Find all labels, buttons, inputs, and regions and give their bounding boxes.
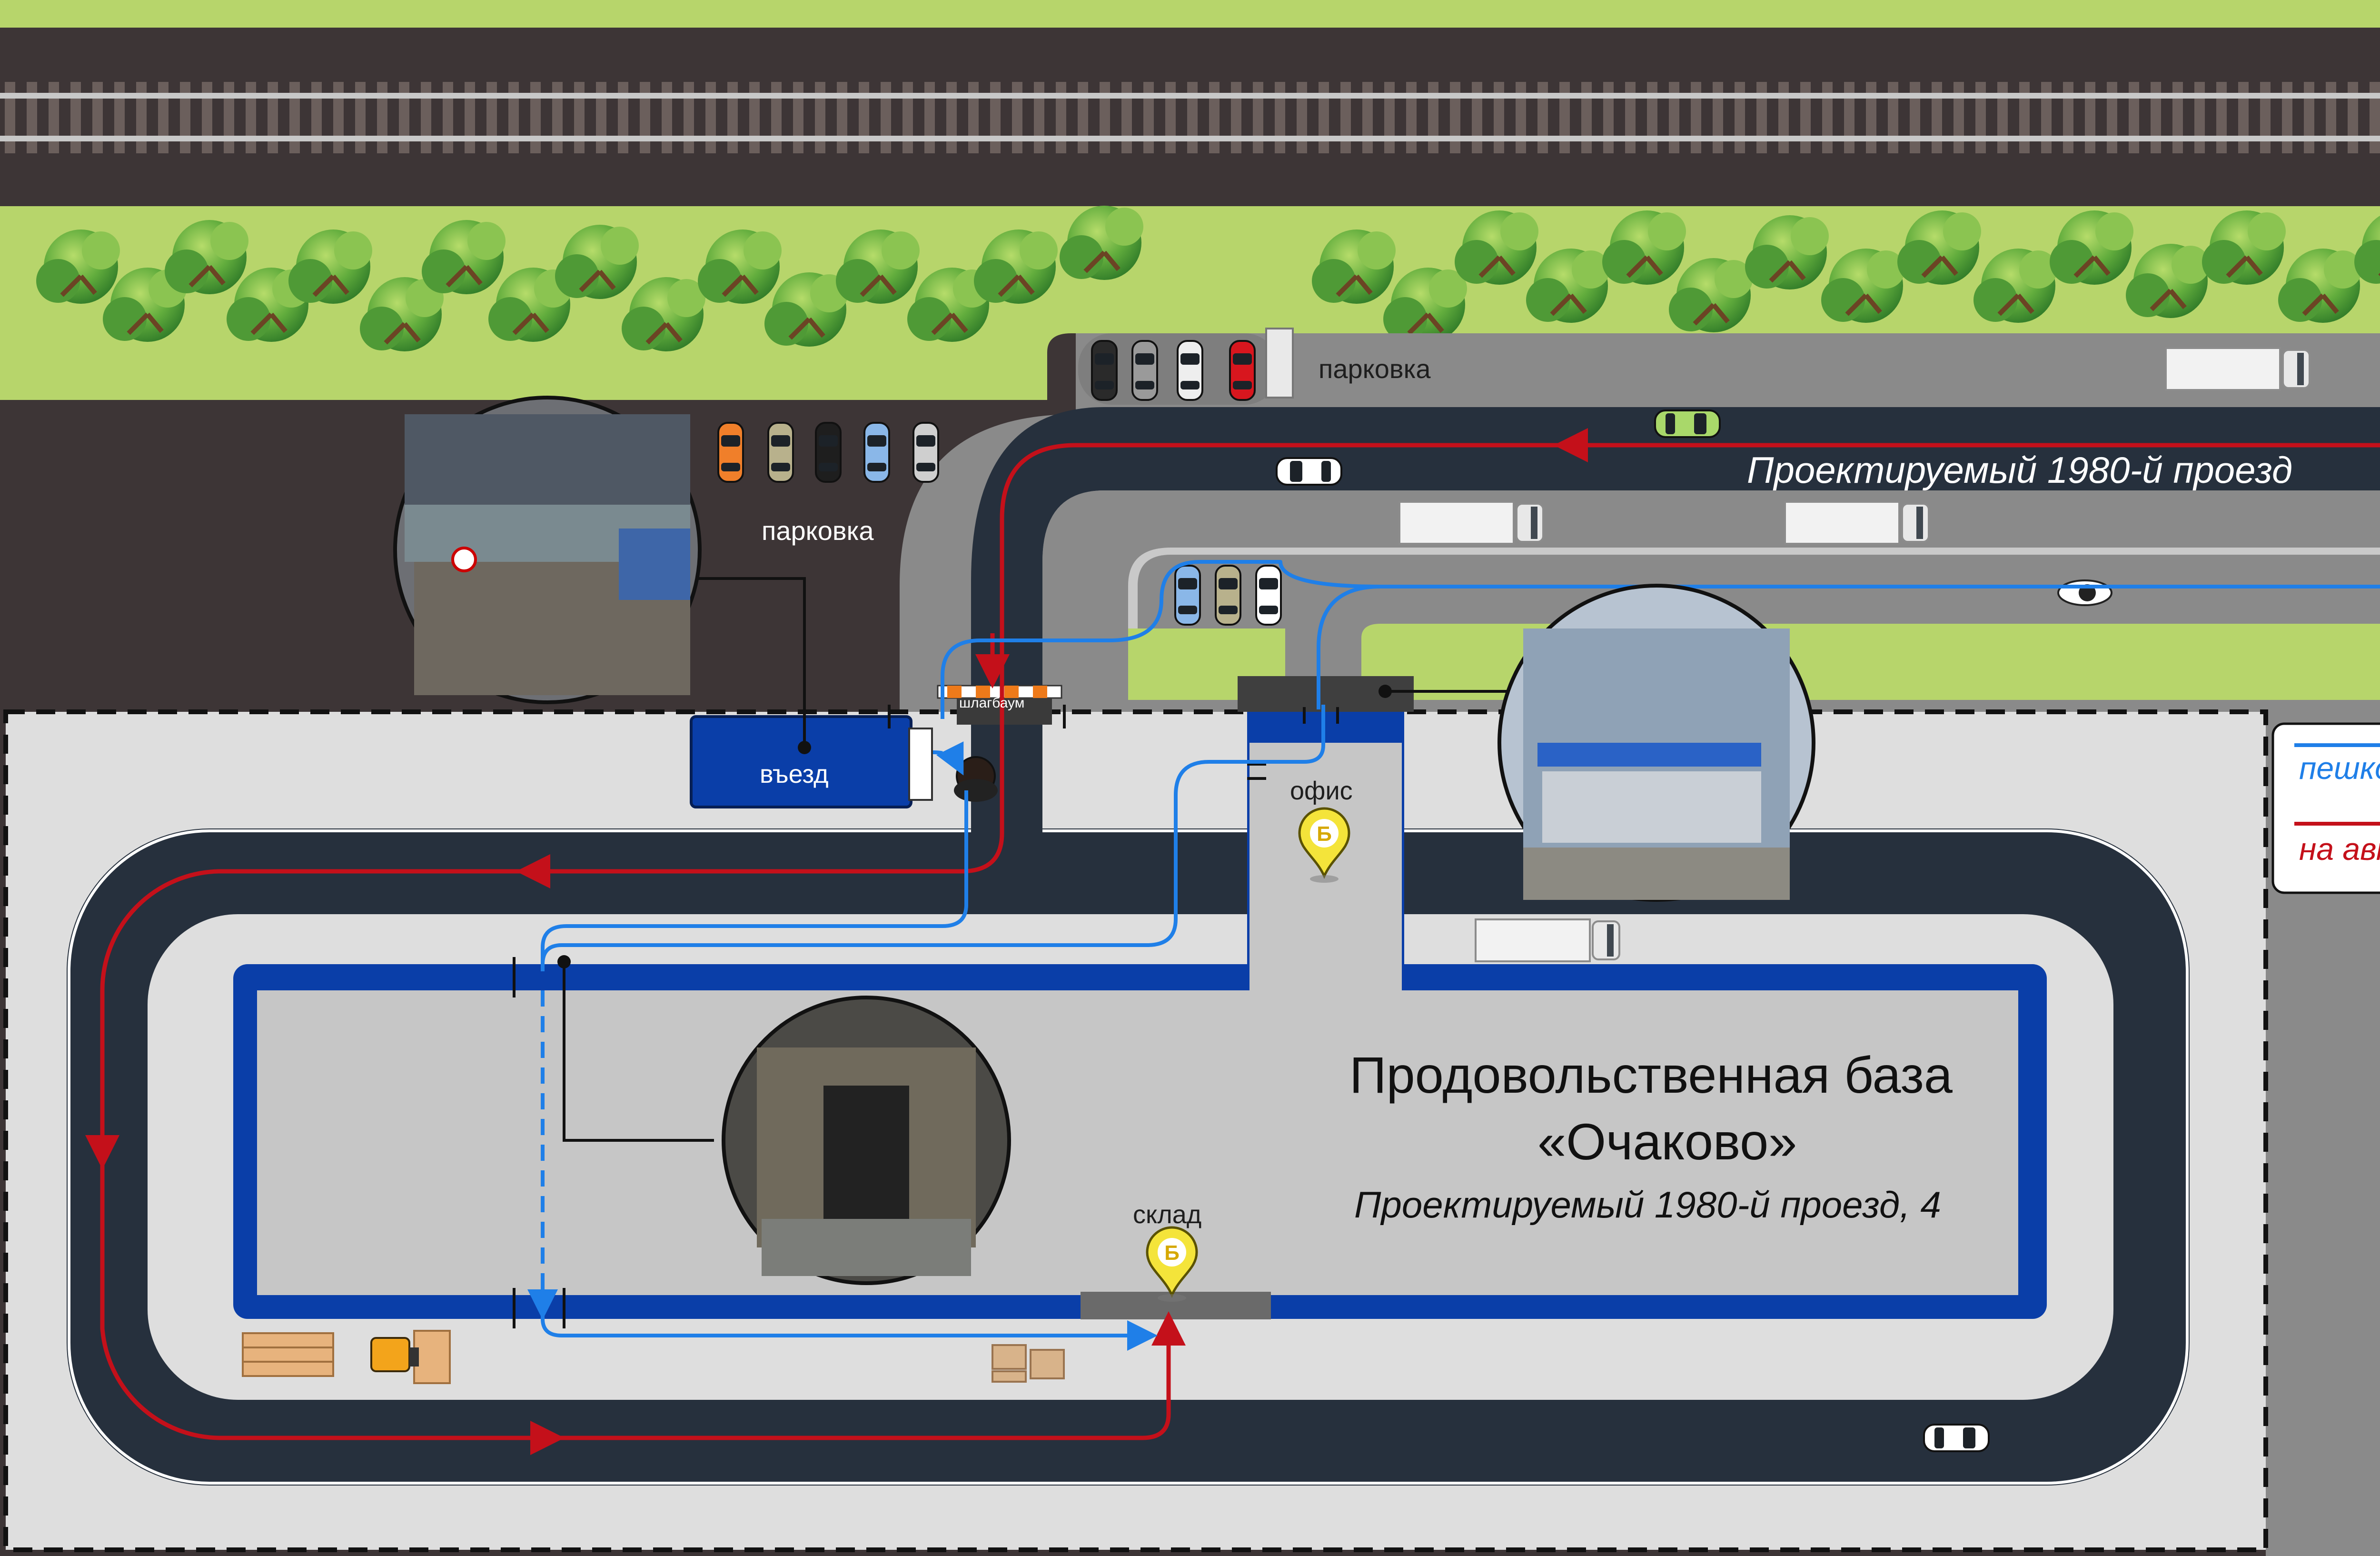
road-island [1042,490,2380,714]
railway-tracks-icon [0,82,2380,153]
warehouse-label: склад [1133,1200,1202,1229]
parking-label-left: парковка [762,516,874,546]
ring-road-edge [68,829,2189,1485]
legend [2271,722,2380,894]
photo-callout [393,396,702,704]
legend-car-label: на авто [2299,831,2380,867]
warehouse-building [257,990,2018,1295]
site-title-line1: Продовольственная база [1349,1046,1953,1104]
photo-office [1497,584,1815,902]
parking-label-top: парковка [1319,354,1431,384]
road-name-label: Проектируемый 1980-й проезд [1747,449,2293,491]
photo-warehouse [722,996,1011,1285]
office-label: офис [1290,777,1353,805]
grass-top [0,0,2380,28]
forklift-icon [370,1337,419,1372]
callout-lines [563,577,1509,1142]
main-road [971,407,2380,828]
parking-lot-middle [1174,565,1282,626]
ring-road [67,828,2190,1486]
car-route [85,428,2380,1455]
barrier-label: шлагбаум [959,695,1025,711]
site-address: Проектируемый 1980-й проезд, 4 [1354,1184,1941,1226]
legend-walk-label: пешком [2299,750,2380,786]
walk-route [527,560,2380,1351]
parking-lot-top [1078,328,1294,405]
site-title-line2: «Очаково» [1537,1113,1797,1170]
pallet-icon [242,1330,451,1384]
entrance-gate [908,728,933,801]
entrance-label: въезд [760,760,829,788]
cyclist-icon [2057,579,2112,606]
car-icon [1091,340,1118,401]
site-fence [3,709,2268,1552]
parking-lot-left [717,422,939,483]
person-icon [954,756,998,802]
boxes-icon [992,1344,1065,1383]
callout-dots [557,685,1392,968]
